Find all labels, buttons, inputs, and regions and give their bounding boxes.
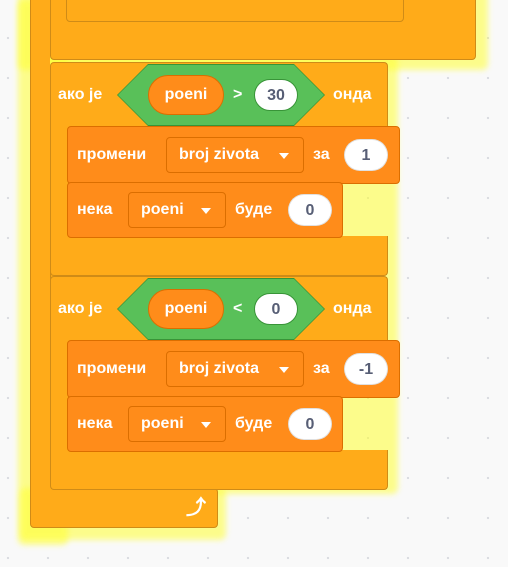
change-2-variable-name: broj zivota — [179, 360, 260, 377]
loop-arrow-icon: ⤴ — [186, 497, 206, 519]
set-1-variable-dropdown[interactable]: poeni — [128, 192, 226, 228]
dropdown-arrow-icon — [201, 208, 211, 214]
if-1-label: ако је — [58, 86, 103, 103]
condition-1-op-symbol: > — [233, 86, 243, 103]
if-2-label: ако је — [58, 300, 103, 317]
set-2-label: нека — [77, 415, 113, 432]
dropdown-arrow-icon — [201, 422, 211, 428]
condition-1-variable[interactable]: poeni — [148, 75, 224, 115]
change-1-variable-dropdown[interactable]: broj zivota — [166, 137, 304, 173]
if-2-then-label: онда — [333, 300, 372, 317]
set-1-value[interactable]: 0 — [288, 194, 332, 226]
if-block-1-foot — [50, 236, 388, 276]
set-1-label: нека — [77, 201, 113, 218]
set-1-variable-name: poeni — [141, 201, 184, 218]
loop-block-arm[interactable] — [30, 0, 50, 520]
dropdown-arrow-icon — [279, 367, 289, 373]
set-2-to-label: буде — [235, 415, 273, 432]
previous-block-inner — [66, 0, 404, 22]
set-2-variable-dropdown[interactable]: poeni — [128, 406, 226, 442]
condition-2-variable[interactable]: poeni — [148, 289, 224, 329]
change-2-value[interactable]: -1 — [344, 353, 388, 385]
set-2-variable-name: poeni — [141, 415, 184, 432]
if-block-2-foot — [50, 450, 388, 490]
set-2-value[interactable]: 0 — [288, 408, 332, 440]
condition-2-op-symbol: < — [233, 300, 243, 317]
change-2-label: промени — [77, 360, 147, 377]
dropdown-arrow-icon — [279, 153, 289, 159]
loop-block-foot[interactable] — [30, 488, 218, 528]
change-1-label: промени — [77, 146, 147, 163]
condition-2-value[interactable]: 0 — [254, 293, 298, 325]
set-1-to-label: буде — [235, 201, 273, 218]
change-2-variable-dropdown[interactable]: broj zivota — [166, 351, 304, 387]
change-1-value[interactable]: 1 — [344, 139, 388, 171]
change-2-by-label: за — [313, 360, 330, 377]
loop-block-join — [31, 480, 51, 500]
condition-1-value[interactable]: 30 — [254, 79, 298, 111]
change-1-variable-name: broj zivota — [179, 146, 260, 163]
change-1-by-label: за — [313, 146, 330, 163]
if-1-then-label: онда — [333, 86, 372, 103]
if-block-2-arm — [50, 334, 70, 454]
